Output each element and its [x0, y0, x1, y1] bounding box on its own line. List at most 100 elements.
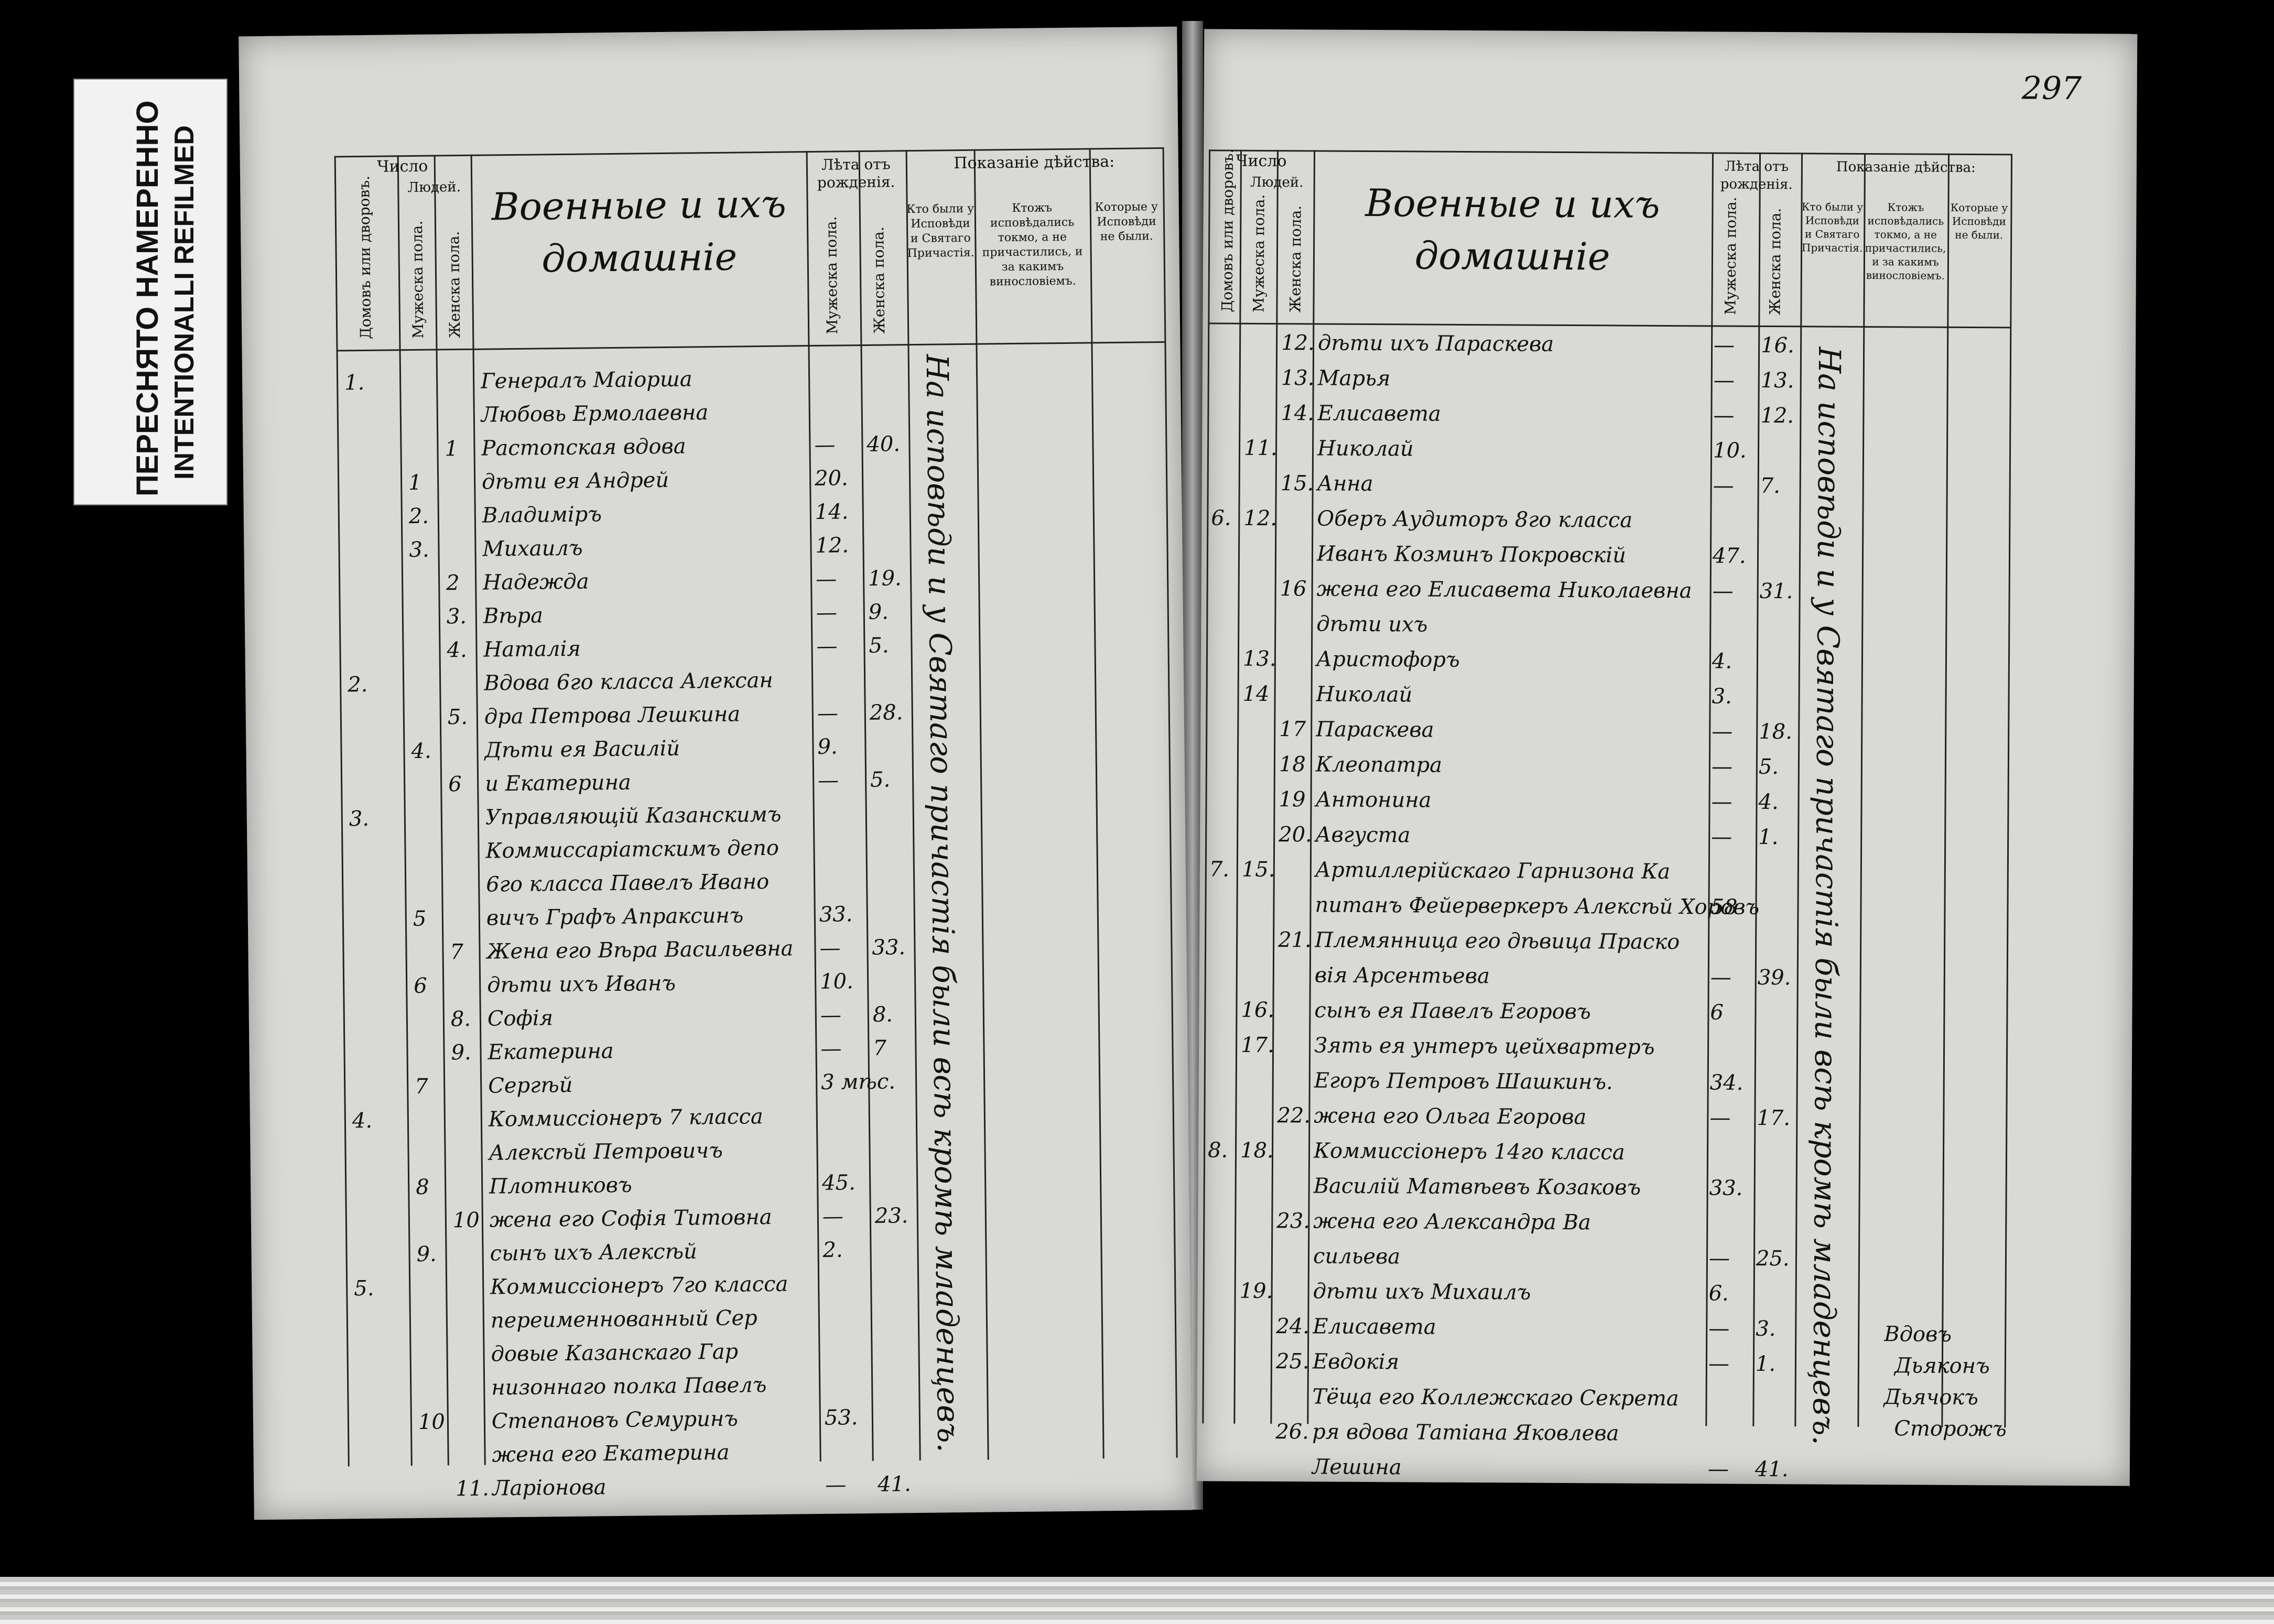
left-male-age: — [814, 432, 836, 457]
left-male-age: 45. [821, 1171, 856, 1195]
right-person-entry: дѣти ихъ [1316, 612, 1428, 637]
right-person-entry: вія Арсентьева [1314, 963, 1490, 989]
page-edge-stripes [0, 1577, 2274, 1624]
header-zhen: Женска пола. [445, 231, 464, 339]
right-person-entry: Зять ея унтеръ цейхвартеръ [1314, 1033, 1655, 1059]
left-house-number: 1. [344, 370, 365, 395]
left-person-entry: Екатерина [488, 1039, 614, 1065]
right-person-entry: Артиллерійскаго Гарнизона Ка [1315, 858, 1671, 884]
right-person-entry: Елисавета [1313, 1314, 1436, 1339]
right-male-age: — [1712, 579, 1734, 603]
refilmed-label-text: ПЕРЕСНЯТО НАМЕРЕННО INTENTIONALLI REFILM… [129, 101, 200, 496]
left-person-entry: Жена его Вѣра Васильевна [486, 936, 794, 964]
right-male-age: — [1710, 965, 1731, 990]
right-male-age: 47. [1712, 544, 1746, 568]
right-female-number: 24. [1276, 1314, 1310, 1339]
header-muzh: Мужеска пола. [408, 220, 427, 339]
right-female-number: 25. [1275, 1349, 1309, 1374]
signature: Дьяконъ [1894, 1354, 1990, 1379]
left-male-age: — [817, 768, 839, 793]
left-person-entry: Алексѣй Петровичъ [489, 1138, 723, 1165]
header-pokazanie-right: Показаніе дѣйства: [1836, 159, 1976, 176]
right-male-age: — [1713, 368, 1735, 393]
right-person-entry: Николай [1316, 682, 1413, 707]
right-person-entry: Василій Матвѣевъ Козаковъ [1313, 1174, 1641, 1200]
right-female-age: 17. [1757, 1106, 1791, 1131]
right-female-number: 23. [1276, 1209, 1311, 1233]
right-male-age: — [1712, 719, 1733, 744]
left-person-entry: Надежда [482, 569, 589, 595]
right-male-age: — [1711, 789, 1732, 814]
right-male-age: — [1708, 1351, 1730, 1376]
right-person-entry: Параскева [1316, 717, 1434, 742]
right-male-age: — [1711, 754, 1733, 779]
right-person-entry: Коммиссіонеръ 14го класса [1313, 1139, 1625, 1165]
right-house-number: 8. [1207, 1138, 1228, 1163]
left-person-entry: Степановъ Семуринъ [491, 1406, 739, 1434]
left-person-entry: Растопская вдова [481, 434, 686, 461]
right-person-entry: жена его Александра Ва [1313, 1209, 1591, 1235]
left-person-entry: низоннаго полка Павелъ [491, 1373, 767, 1400]
right-male-age: 6 [1710, 1000, 1724, 1025]
right-female-age: 25. [1756, 1246, 1790, 1271]
left-person-entry: 6го класса Павелъ Ивано [485, 869, 770, 897]
left-female-age: 8. [872, 1002, 893, 1027]
left-female-number: 2 [446, 571, 460, 596]
header-leta: Лѣта отъ рожденія. [817, 155, 895, 191]
left-male-number: 2. [408, 504, 429, 529]
refilmed-label-ru: ПЕРЕСНЯТО НАМЕРЕННО [131, 100, 165, 496]
header-pokazanie: Показаніе дѣйства: [954, 152, 1115, 173]
left-person-entry: Сергѣй [488, 1073, 573, 1098]
right-person-entry: сынъ ея Павелъ Егоровъ [1314, 998, 1591, 1024]
page-number: 297 [2021, 70, 2082, 107]
left-person-entry: Управляющій Казанскимъ [485, 802, 782, 830]
left-person-entry: дра Петрова Лешкина [484, 702, 741, 729]
right-male-number: 12. [1243, 506, 1277, 531]
left-female-number: 11. [456, 1476, 490, 1501]
right-female-number: 16 [1280, 577, 1307, 601]
right-male-age: — [1708, 1246, 1730, 1271]
left-person-entry: Любовь Ермолаевна [481, 400, 709, 427]
left-person-entry: вичъ Графъ Апраксинъ [486, 903, 744, 930]
left-male-number: 6 [413, 973, 427, 999]
left-person-entry: Наталія [483, 636, 581, 662]
left-male-age: 14. [815, 500, 849, 524]
left-person-entry: дѣти ихъ Иванъ [486, 971, 676, 998]
right-female-age: 13. [1760, 368, 1794, 393]
right-male-age: — [1709, 1106, 1731, 1130]
right-person-entry: жена его Ольга Егорова [1314, 1103, 1587, 1130]
header-col-shokmo: Ктожъ исповѣдались токмо, а не причастил… [982, 201, 1083, 289]
right-house-number: 6. [1211, 506, 1231, 530]
left-male-number: 7 [414, 1074, 428, 1099]
right-female-age: 7. [1760, 473, 1781, 499]
right-person-entry: сильева [1313, 1244, 1401, 1269]
left-page-title: Военные и ихъ домашніе [491, 181, 787, 281]
right-person-entry: Племянница его дѣвица Праско [1315, 928, 1680, 955]
left-male-number: 5 [413, 906, 427, 932]
header-leta-zhen: Женска пола. [870, 226, 889, 334]
right-female-age: 5. [1758, 754, 1779, 779]
right-male-number: 17. [1240, 1033, 1274, 1058]
left-person-entry: довые Казанскаго Гар [491, 1339, 739, 1367]
left-male-age: 53. [824, 1405, 858, 1430]
left-female-number: 3. [446, 604, 467, 629]
left-person-entry: Владиміръ [482, 502, 602, 528]
right-female-age: 31. [1759, 579, 1793, 604]
right-male-age: — [1708, 1316, 1730, 1341]
right-female-number: 17 [1279, 717, 1306, 742]
left-person-entry: сынъ ихъ Алексѣй [490, 1239, 697, 1266]
right-house-number: 7. [1209, 857, 1230, 882]
signature: Сторожъ [1894, 1416, 2007, 1442]
header-col-shokmo-right: Ктожъ исповѣдались токмо, а не причастил… [1865, 201, 1946, 282]
header-chislo: Число [377, 157, 428, 176]
header-col-bylo: Кто были у Исповѣди и Святаго Причастія. [906, 202, 974, 261]
left-female-number: 1 [445, 437, 459, 461]
right-male-age: 58 [1710, 895, 1738, 919]
left-person-entry: Коммиссіонеръ 7го класса [490, 1272, 788, 1300]
left-house-number: 3. [349, 806, 370, 831]
left-person-entry: Плотниковъ [489, 1173, 632, 1199]
left-male-age: — [820, 1003, 842, 1027]
left-house-number: 4. [352, 1108, 373, 1133]
right-male-age: — [1713, 333, 1735, 358]
left-female-age: 28. [869, 700, 903, 725]
